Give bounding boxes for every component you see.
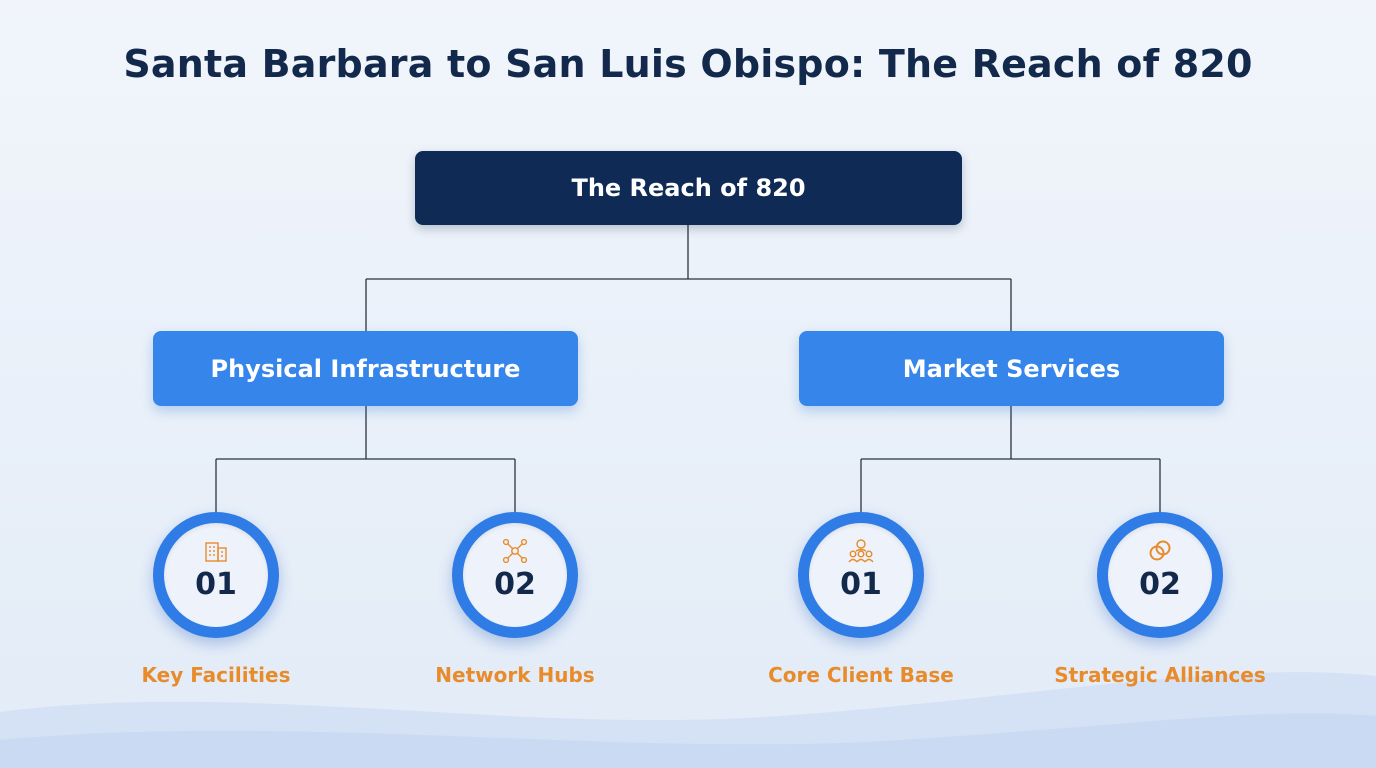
- leaf-number: 02: [494, 567, 536, 602]
- branch-node-label: Physical Infrastructure: [210, 354, 521, 383]
- leaf-node-inner: 02: [1108, 523, 1212, 627]
- leaf-label: Strategic Alliances: [1054, 663, 1266, 687]
- leaf-number: 02: [1139, 567, 1181, 602]
- root-node-label: The Reach of 820: [571, 174, 806, 202]
- leaf-label: Key Facilities: [141, 663, 291, 687]
- leaf-node-inner: 02: [463, 523, 567, 627]
- branch-node-market-services: Market Services: [799, 331, 1224, 406]
- leaf-node-key-facilities: 01: [153, 512, 279, 638]
- users-icon: [848, 539, 874, 563]
- branch-node-physical-infrastructure: Physical Infrastructure: [153, 331, 578, 406]
- linked-rings-icon: [1149, 540, 1171, 561]
- diagram-title: Santa Barbara to San Luis Obispo: The Re…: [123, 42, 1253, 86]
- network-icon: [502, 538, 528, 564]
- leaf-node-core-client-base: 01: [798, 512, 924, 638]
- leaf-label: Core Client Base: [768, 663, 954, 687]
- leaf-label: Network Hubs: [435, 663, 595, 687]
- leaf-number: 01: [840, 567, 882, 602]
- leaf-number: 01: [195, 567, 237, 602]
- leaf-node-inner: 01: [164, 523, 268, 627]
- leaf-node-inner: 01: [809, 523, 913, 627]
- branch-node-label: Market Services: [902, 354, 1121, 383]
- building-icon: [205, 542, 227, 562]
- leaf-node-network-hubs: 02: [452, 512, 578, 638]
- root-node: The Reach of 820: [415, 151, 962, 225]
- leaf-node-strategic-alliances: 02: [1097, 512, 1223, 638]
